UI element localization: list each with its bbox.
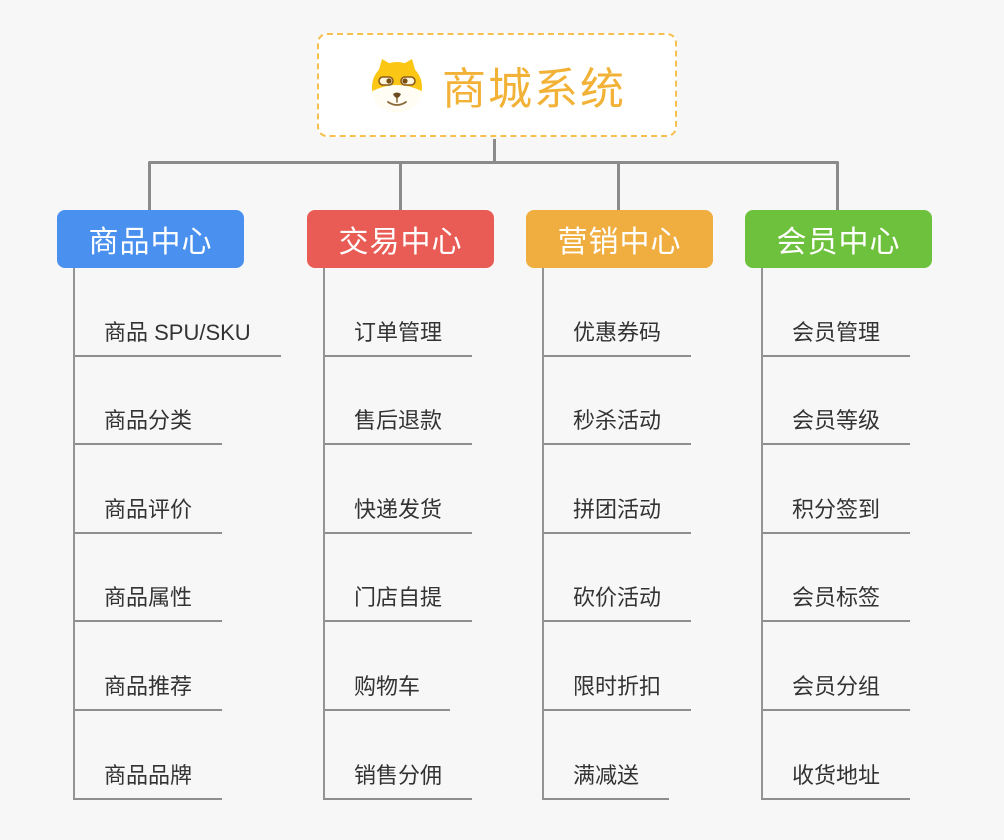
mindmap-leaf[interactable]: 商品属性 <box>73 580 223 623</box>
leaf-slot: 积分签到 <box>761 445 991 534</box>
leaf-slot: 拼团活动 <box>542 445 772 534</box>
connector-root-drop <box>493 139 496 163</box>
mindmap-leaf[interactable]: 优惠券码 <box>542 315 692 357</box>
leaf-slot: 会员管理 <box>761 268 991 357</box>
leaf-slot: 会员等级 <box>761 357 991 446</box>
mindmap-leaf[interactable]: 购物车 <box>323 669 451 711</box>
mindmap-leaf[interactable]: 快递发货 <box>323 492 473 534</box>
mindmap-leaf[interactable]: 商品 SPU/SKU <box>73 315 281 357</box>
connector-drop-member <box>836 163 839 210</box>
root-node[interactable]: 商城系统 <box>317 33 677 137</box>
leaf-slot: 商品分类 <box>73 357 303 446</box>
leaf-slot: 销售分佣 <box>323 711 553 800</box>
mindmap-leaf[interactable]: 商品品牌 <box>73 758 223 800</box>
mindmap-leaf[interactable]: 商品分类 <box>73 403 223 446</box>
branch-marketing-center-items: 优惠券码 秒杀活动 拼团活动 砍价活动 限时折扣 满减送 <box>542 268 772 800</box>
mindmap-leaf[interactable]: 砍价活动 <box>542 580 692 623</box>
branch-header-marketing-center[interactable]: 营销中心 <box>526 210 713 268</box>
mindmap-leaf[interactable]: 商品推荐 <box>73 669 223 711</box>
mindmap-leaf[interactable]: 订单管理 <box>323 315 473 357</box>
branch-trunk-line <box>323 268 325 799</box>
mindmap-leaf[interactable]: 会员管理 <box>761 315 911 357</box>
branch-member-center-items: 会员管理 会员等级 积分签到 会员标签 会员分组 收货地址 <box>761 268 991 800</box>
root-title: 商城系统 <box>442 65 626 114</box>
mindmap-leaf[interactable]: 拼团活动 <box>542 492 692 534</box>
leaf-slot: 购物车 <box>323 622 553 711</box>
leaf-slot: 满减送 <box>542 711 772 800</box>
branch-product-center-items: 商品 SPU/SKU 商品分类 商品评价 商品属性 商品推荐 商品品牌 <box>73 268 303 800</box>
leaf-slot: 快递发货 <box>323 445 553 534</box>
leaf-slot: 优惠券码 <box>542 268 772 357</box>
leaf-slot: 商品 SPU/SKU <box>73 268 303 357</box>
branch-trade-center-items: 订单管理 售后退款 快递发货 门店自提 购物车 销售分佣 <box>323 268 553 800</box>
leaf-slot: 售后退款 <box>323 357 553 446</box>
mindmap-leaf[interactable]: 销售分佣 <box>323 758 473 800</box>
branch-trunk-line <box>761 268 763 799</box>
leaf-slot: 商品评价 <box>73 445 303 534</box>
branch-trunk-line <box>542 268 544 799</box>
leaf-slot: 门店自提 <box>323 534 553 623</box>
branch-header-trade-center[interactable]: 交易中心 <box>307 210 494 268</box>
mindmap-leaf[interactable]: 门店自提 <box>323 580 473 623</box>
branch-trunk-line <box>73 268 75 799</box>
leaf-slot: 商品属性 <box>73 534 303 623</box>
branch-header-member-center[interactable]: 会员中心 <box>745 210 932 268</box>
mindmap-leaf[interactable]: 限时折扣 <box>542 669 692 711</box>
leaf-slot: 商品推荐 <box>73 622 303 711</box>
mindmap-leaf[interactable]: 收货地址 <box>761 758 911 800</box>
leaf-slot: 收货地址 <box>761 711 991 800</box>
leaf-slot: 订单管理 <box>323 268 553 357</box>
mindmap-leaf[interactable]: 售后退款 <box>323 403 473 446</box>
mindmap-leaf[interactable]: 会员标签 <box>761 580 911 623</box>
branch-header-product-center[interactable]: 商品中心 <box>57 210 244 268</box>
mindmap-leaf[interactable]: 商品评价 <box>73 492 223 534</box>
connector-drop-product <box>148 163 151 210</box>
connector-horizontal-line <box>148 161 839 164</box>
leaf-slot: 会员分组 <box>761 622 991 711</box>
leaf-slot: 商品品牌 <box>73 711 303 800</box>
mindmap-leaf[interactable]: 积分签到 <box>761 492 911 534</box>
mindmap-leaf[interactable]: 会员分组 <box>761 669 911 711</box>
leaf-slot: 砍价活动 <box>542 534 772 623</box>
mindmap-leaf[interactable]: 秒杀活动 <box>542 403 692 446</box>
connector-drop-marketing <box>617 163 620 210</box>
connector-drop-trade <box>399 163 402 210</box>
leaf-slot: 限时折扣 <box>542 622 772 711</box>
shiba-dog-icon <box>368 57 426 113</box>
mindmap-leaf[interactable]: 满减送 <box>542 758 670 800</box>
leaf-slot: 秒杀活动 <box>542 357 772 446</box>
leaf-slot: 会员标签 <box>761 534 991 623</box>
mindmap-leaf[interactable]: 会员等级 <box>761 403 911 446</box>
